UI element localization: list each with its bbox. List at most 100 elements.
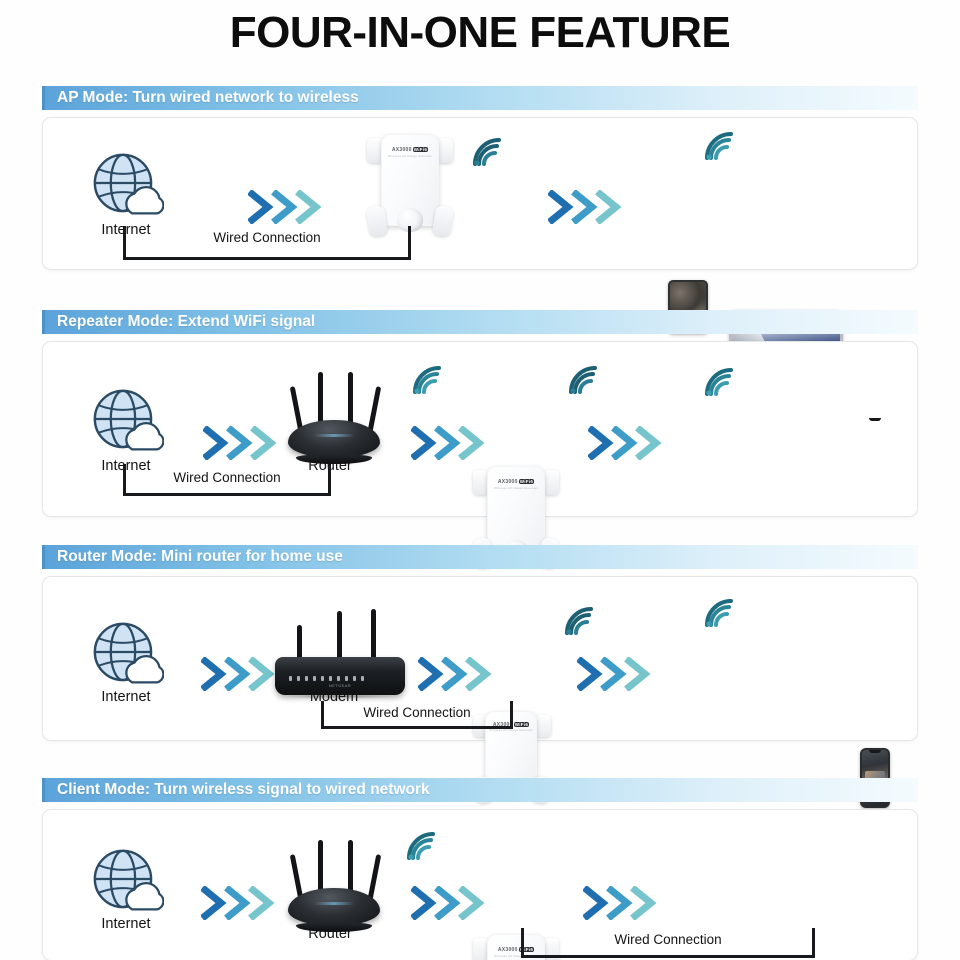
wifi-signal-icon (703, 366, 737, 403)
wifi-signal-icon (405, 830, 439, 867)
modem-body: NETGEAR (275, 657, 405, 695)
wired-connection-bracket (521, 928, 815, 958)
arrow-chevrons (203, 426, 287, 460)
label-wired-connection: Wired Connection (213, 230, 321, 245)
arrow-chevrons (548, 190, 632, 224)
wifi6-badge: WiFi6 (513, 722, 530, 727)
phone-notch (869, 750, 881, 753)
modem-antenna (371, 609, 376, 663)
internet-globe-icon (88, 844, 165, 925)
section-header-ap-mode: AP Mode: Turn wired network to wireless (42, 86, 918, 110)
section-body-client-mode: Internet Router (42, 809, 918, 960)
internet-globe-icon (88, 148, 165, 229)
arrow-chevrons (201, 657, 285, 691)
router-body (288, 420, 380, 458)
arrow-chevrons (248, 190, 332, 224)
bracket-left (123, 464, 126, 496)
section-header-client-mode: Client Mode: Turn wireless signal to wir… (42, 778, 918, 802)
label-wired-connection: Wired Connection (173, 470, 281, 485)
extender-plug-right (431, 204, 455, 238)
arrow-chevrons (418, 657, 502, 691)
bracket-right (510, 701, 513, 729)
modem-led-row (289, 676, 364, 681)
label-router: Router (308, 926, 352, 942)
bracket-base (521, 955, 815, 958)
page-title: FOUR-IN-ONE FEATURE (229, 8, 731, 57)
section-body-router-mode: Internet NETGEAR (42, 576, 918, 938)
modem-antenna (337, 611, 342, 663)
wired-connection-bracket (123, 226, 411, 260)
arrow-chevrons (411, 886, 495, 920)
extender-antenna-left (473, 470, 489, 495)
internet-globe-icon (88, 384, 165, 465)
modem-brand: NETGEAR (328, 683, 352, 688)
wifi6-badge: WiFi6 (518, 947, 535, 952)
router-base (296, 922, 372, 932)
extender-antenna-right (535, 715, 551, 737)
section-repeater-mode: Repeater Mode: Extend WiFi signal Intern… (42, 310, 918, 808)
section-header-repeater-mode: Repeater Mode: Extend WiFi signal (42, 310, 918, 334)
label-internet: Internet (101, 689, 151, 705)
bracket-left (321, 701, 324, 729)
wifi-signal-icon (567, 364, 601, 401)
label-internet: Internet (101, 916, 151, 932)
bracket-right (408, 226, 411, 260)
extender-subtitle: Wireless AX Range Extender (494, 486, 538, 490)
extender-antenna-right (437, 138, 453, 163)
arrow-chevrons (583, 886, 667, 920)
extender-antenna-left (367, 138, 383, 163)
bracket-right (328, 464, 331, 496)
router-antenna (348, 840, 353, 904)
bracket-base (123, 493, 331, 496)
extender-subtitle: Wireless AX Range Extender (388, 154, 432, 158)
modem-shadow (281, 694, 399, 699)
wired-connection-bracket (321, 701, 513, 729)
section-body-repeater-mode: Internet Router (42, 341, 918, 808)
router-body (288, 888, 380, 926)
modem-device: NETGEAR (275, 607, 405, 699)
section-header-router-mode: Router Mode: Mini router for home use (42, 545, 918, 569)
wifi6-badge: WiFi6 (412, 147, 429, 152)
phone-notch (869, 418, 881, 421)
bracket-base (321, 726, 513, 729)
section-ap-mode: AP Mode: Turn wired network to wireless … (42, 86, 918, 476)
arrow-chevrons (411, 426, 495, 460)
extender-subtitle: Wireless AX Range Extender (489, 728, 533, 732)
arrow-chevrons (577, 657, 661, 691)
wifi6-badge: WiFi6 (518, 479, 535, 484)
wifi-signal-icon (563, 605, 597, 642)
wifi-signal-icon (703, 597, 737, 634)
internet-globe-icon (88, 617, 165, 698)
bracket-left (123, 226, 126, 260)
label-wired-connection: Wired Connection (614, 932, 722, 947)
wired-connection-bracket (123, 464, 331, 496)
arrow-chevrons (588, 426, 672, 460)
wifi-signal-icon (703, 130, 737, 167)
router-base (296, 454, 372, 464)
arrow-chevrons (201, 886, 285, 920)
label-wired-connection: Wired Connection (363, 705, 471, 720)
router-antenna (318, 840, 323, 904)
modem-antenna (297, 625, 302, 663)
wifi-signal-icon (411, 364, 445, 401)
extender-antenna-left (473, 938, 489, 960)
router-antenna (348, 372, 353, 436)
router-device (280, 838, 388, 934)
extender-antenna-right (543, 470, 559, 495)
extender-subtitle: Wireless AX Range Extender (494, 954, 538, 958)
bracket-right (812, 928, 815, 958)
section-router-mode: Router Mode: Mini router for home use In… (42, 545, 918, 938)
section-client-mode: Client Mode: Turn wireless signal to wir… (42, 778, 918, 960)
bracket-base (123, 257, 411, 260)
wifi-signal-icon (471, 136, 505, 173)
router-device (280, 370, 388, 466)
bracket-left (521, 928, 524, 958)
